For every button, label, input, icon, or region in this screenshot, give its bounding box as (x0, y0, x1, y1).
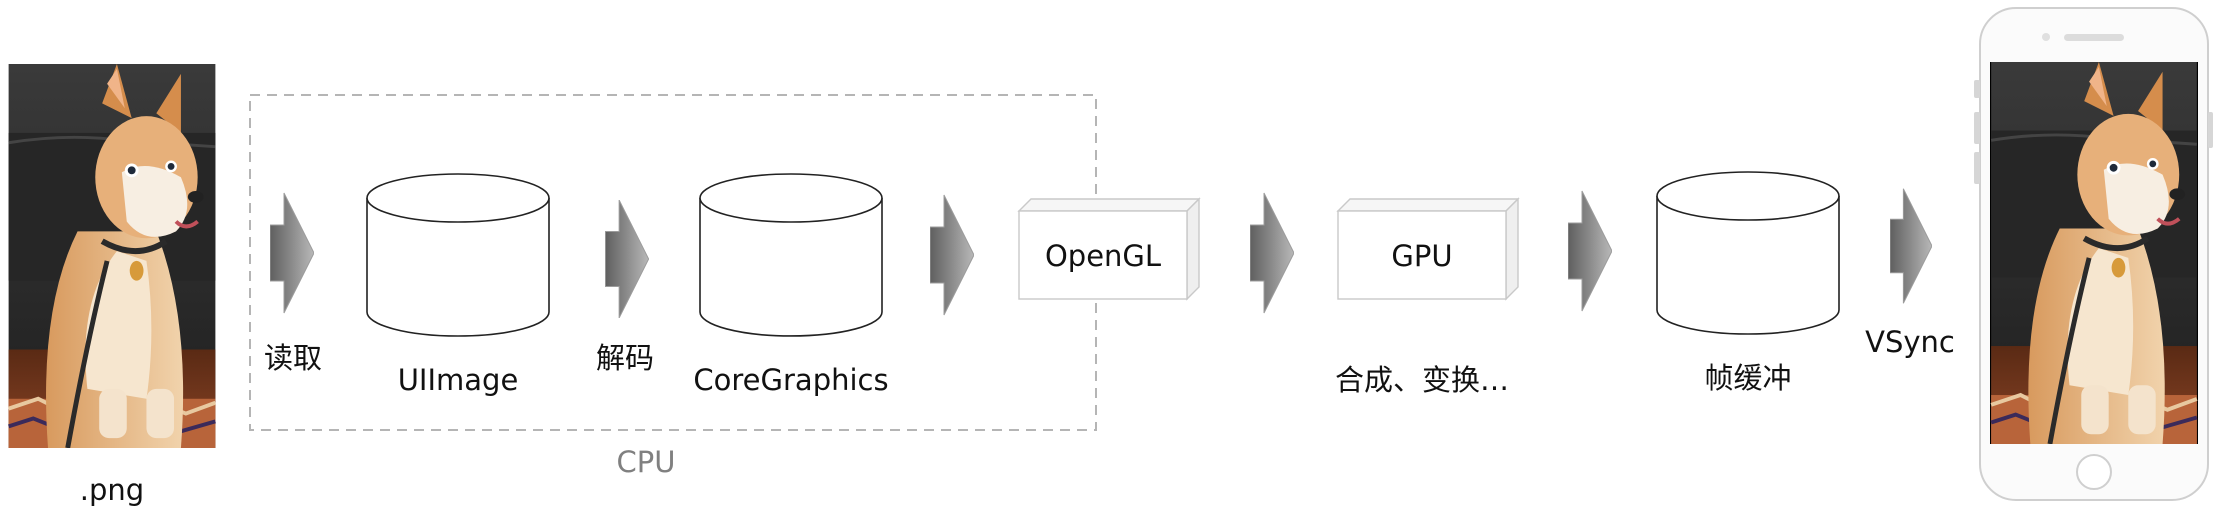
uiimage-label: UIImage (398, 363, 519, 397)
opengl-label: OpenGL (1045, 239, 1161, 273)
arrow-read (270, 192, 314, 314)
arrow-vsync (1890, 188, 1932, 304)
gpu-box (1336, 197, 1520, 301)
iphone-device (1974, 7, 2213, 501)
framebuffer-label: 帧缓冲 (1704, 361, 1791, 395)
cpu-group-box (249, 94, 1097, 431)
step-decode-label: 解码 (596, 341, 654, 375)
arrow-to-opengl (930, 194, 974, 316)
framebuffer-storage-node (1656, 171, 1840, 335)
home-button (2076, 454, 2112, 490)
cpu-group-label: CPU (617, 445, 676, 479)
coregraphics-storage-node (699, 173, 883, 337)
arrow-to-framebuffer (1568, 190, 1612, 312)
source-png-image (9, 64, 216, 448)
step-vsync-label: VSync (1865, 325, 1955, 359)
arrow-to-gpu (1250, 192, 1294, 314)
coregraphics-label: CoreGraphics (693, 363, 888, 397)
displayed-image (1991, 62, 2197, 444)
arrow-decode (605, 200, 649, 318)
speaker-grille (2064, 34, 2124, 41)
source-png-label: .png (80, 473, 144, 506)
uiimage-storage-node (366, 173, 550, 337)
compose-transform-label: 合成、变换… (1335, 363, 1509, 397)
front-camera (2042, 33, 2050, 41)
step-read-label: 读取 (264, 341, 322, 375)
gpu-label: GPU (1391, 239, 1452, 273)
opengl-box (1017, 197, 1201, 301)
